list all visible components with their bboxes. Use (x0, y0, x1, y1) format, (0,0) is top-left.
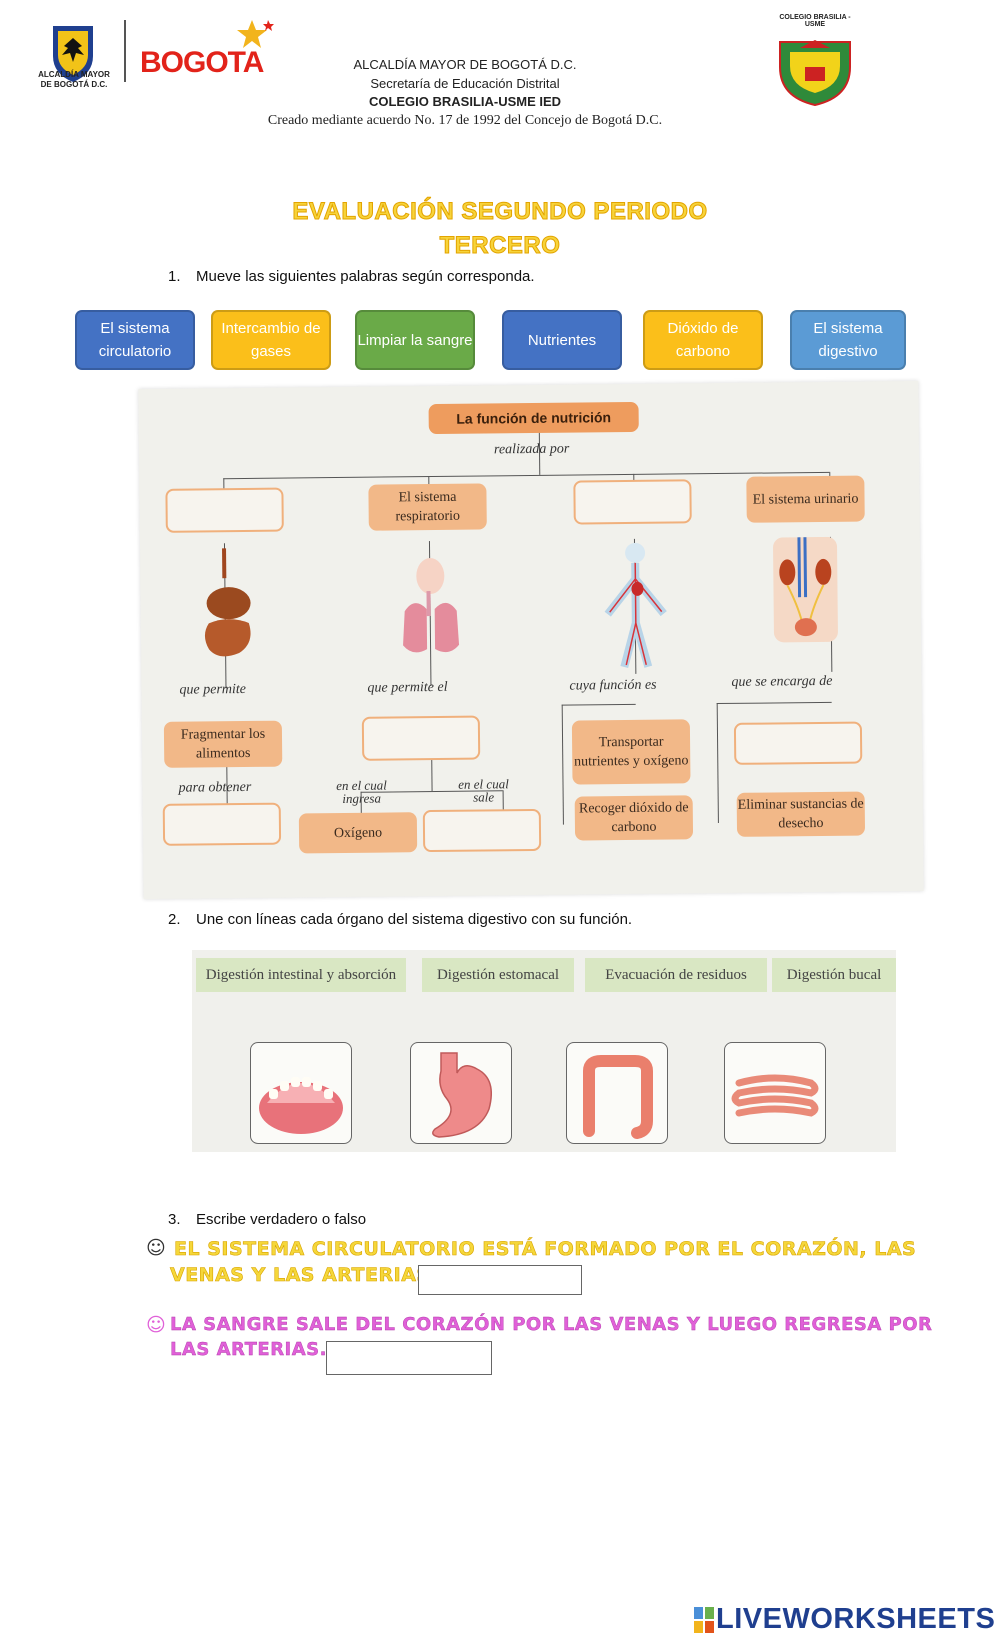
smiley-icon: ☺ (146, 1314, 167, 1336)
school-seal: COLEGIO BRASILIA - USME (770, 12, 860, 107)
circulatory-system-icon (590, 538, 681, 674)
large-intestine-icon (583, 1055, 653, 1139)
organ-frame-large-intestine[interactable] (566, 1042, 668, 1144)
label-en-el-cual-ingresa: en el cual ingresa (336, 777, 387, 806)
chip-label: El sistema digestivo (813, 320, 883, 360)
label-para-obtener: para obtener (178, 779, 252, 796)
question1-text: Mueve las siguientes palabras según corr… (196, 268, 535, 285)
page-subtitle: TERCERO (439, 232, 561, 260)
chip-intercambio-gases[interactable]: Intercambio de gases (211, 310, 331, 370)
concept-map: La función de nutrición realizada por El… (138, 380, 924, 900)
mouth-icon (259, 1077, 343, 1134)
question1: 1. Mueve las siguientes palabras según co… (168, 268, 535, 285)
star-icon (232, 18, 274, 57)
header-line3: COLEGIO BRASILIA-USME IED (368, 94, 562, 109)
digestive-matching-panel: Digestión intestinal y absorción Digesti… (192, 950, 896, 1152)
stomach-icon (432, 1052, 492, 1138)
label-que-se-encarga-de: que se encarga de (731, 673, 833, 690)
label-que-permite: que permite (179, 681, 247, 698)
chip-label: Limpiar la sangre (357, 331, 473, 349)
answer-input-1[interactable] (418, 1265, 582, 1295)
connector (561, 703, 636, 706)
label-cuya-funcion-es: cuya función es (569, 677, 657, 694)
organ-frame-small-intestine[interactable] (724, 1042, 826, 1144)
question1-number: 1. (168, 268, 181, 285)
header-line2: Secretaría de Educación Distrital (370, 76, 560, 91)
question2-text: Une con líneas cada órgano del sistema d… (196, 911, 633, 928)
drop-box-respiratorio-funcion[interactable] (361, 715, 481, 761)
question3: 3. Escribe verdadero o falso (168, 1211, 366, 1228)
header-line1: ALCALDÍA MAYOR DE BOGOTÁ D.C. (353, 57, 577, 72)
smiley-icon: ☺ (146, 1237, 167, 1259)
connector (561, 704, 564, 825)
chip-label: Nutrientes (527, 331, 597, 349)
function-label[interactable]: Digestión estomacal (422, 958, 574, 992)
statement-2-line1: LA SANGRE SALE DEL CORAZÓN POR LAS VENAS… (170, 1314, 933, 1335)
logo-left-caption: ALCALDÍA MAYOR DE BOGOTÁ D.C. (38, 70, 110, 89)
seal-text: COLEGIO BRASILIA - USME (779, 14, 851, 28)
answer-input-2[interactable] (326, 1341, 492, 1375)
chip-dioxido-carbono[interactable]: Dióxido de carbono (643, 310, 763, 370)
urinary-system-icon (765, 536, 846, 653)
function-label[interactable]: Evacuación de residuos (585, 958, 767, 992)
node-transportar: Transportar nutrientes y oxígeno (571, 719, 691, 785)
logo-divider (124, 20, 126, 82)
question2: 2. Une con líneas cada órgano del sistema… (168, 911, 632, 928)
connector (431, 756, 433, 792)
function-label[interactable]: Digestión bucal (772, 958, 896, 992)
bogota-crest-logo (38, 22, 108, 92)
header-line4: Creado mediante acuerdo No. 17 de 1992 d… (267, 113, 663, 128)
function-label[interactable]: Digestión intestinal y absorción (196, 958, 406, 992)
chip-nutrientes[interactable]: Nutrientes (502, 310, 622, 370)
question3-text: Escribe verdadero o falso (196, 1211, 367, 1228)
statement-1-line2: VENAS Y LAS ARTERIAS. (170, 1264, 439, 1287)
connector (716, 703, 719, 824)
drop-box-para-obtener[interactable] (162, 802, 282, 846)
drop-box-en-el-cual-sale[interactable] (422, 808, 542, 853)
chip-sistema-circulatorio[interactable]: El sistema circulatorio (75, 310, 195, 370)
connector (716, 701, 832, 705)
statement-1-line1: EL SISTEMA CIRCULATORIO ESTÁ FORMADO POR… (174, 1238, 917, 1261)
question2-number: 2. (168, 911, 181, 928)
statement-2-line2: LAS ARTERIAS. (170, 1339, 327, 1360)
label-que-permite-el: que permite el (367, 679, 448, 696)
node-recoger-dioxido: Recoger dióxido de carbono (574, 795, 694, 841)
liveworksheets-logo-icon (694, 1607, 714, 1633)
liveworksheets-brand: LIVEWORKSHEETS (716, 1603, 996, 1635)
node-oxigeno: Oxígeno (298, 812, 418, 854)
node-respiratorio: El sistema respiratorio (368, 483, 487, 531)
label-en-el-cual-sale: en el cual sale (458, 776, 509, 805)
drop-box-urinario-funcion[interactable] (733, 721, 863, 765)
organ-frame-stomach[interactable] (410, 1042, 512, 1144)
chip-label: El sistema circulatorio (98, 320, 172, 360)
node-urinario: El sistema urinario (746, 475, 865, 523)
organ-frame-mouth[interactable] (250, 1042, 352, 1144)
node-fragmentar-alimentos: Fragmentar los alimentos (163, 720, 283, 768)
page-title: EVALUACIÓN SEGUNDO PERIODO (292, 198, 708, 226)
connector (223, 471, 830, 480)
chip-limpiar-sangre[interactable]: Limpiar la sangre (355, 310, 475, 370)
label-realizada-por: realizada por (493, 441, 570, 458)
lungs-icon (390, 556, 471, 672)
drop-box-system-1[interactable] (165, 487, 284, 533)
chip-sistema-digestivo[interactable]: El sistema digestivo (790, 310, 906, 370)
chip-label: Intercambio de gases (221, 320, 321, 360)
bogota-logo: BOGOTA (140, 46, 264, 79)
drop-box-system-3[interactable] (573, 479, 692, 525)
map-title: La función de nutrición (428, 401, 639, 435)
chip-label: Dióxido de carbono (667, 320, 739, 360)
small-intestine-icon (731, 1074, 819, 1117)
node-eliminar-sustancias: Eliminar sustancias de desecho (736, 791, 866, 837)
digestive-system-icon (198, 548, 259, 674)
question3-number: 3. (168, 1211, 181, 1228)
